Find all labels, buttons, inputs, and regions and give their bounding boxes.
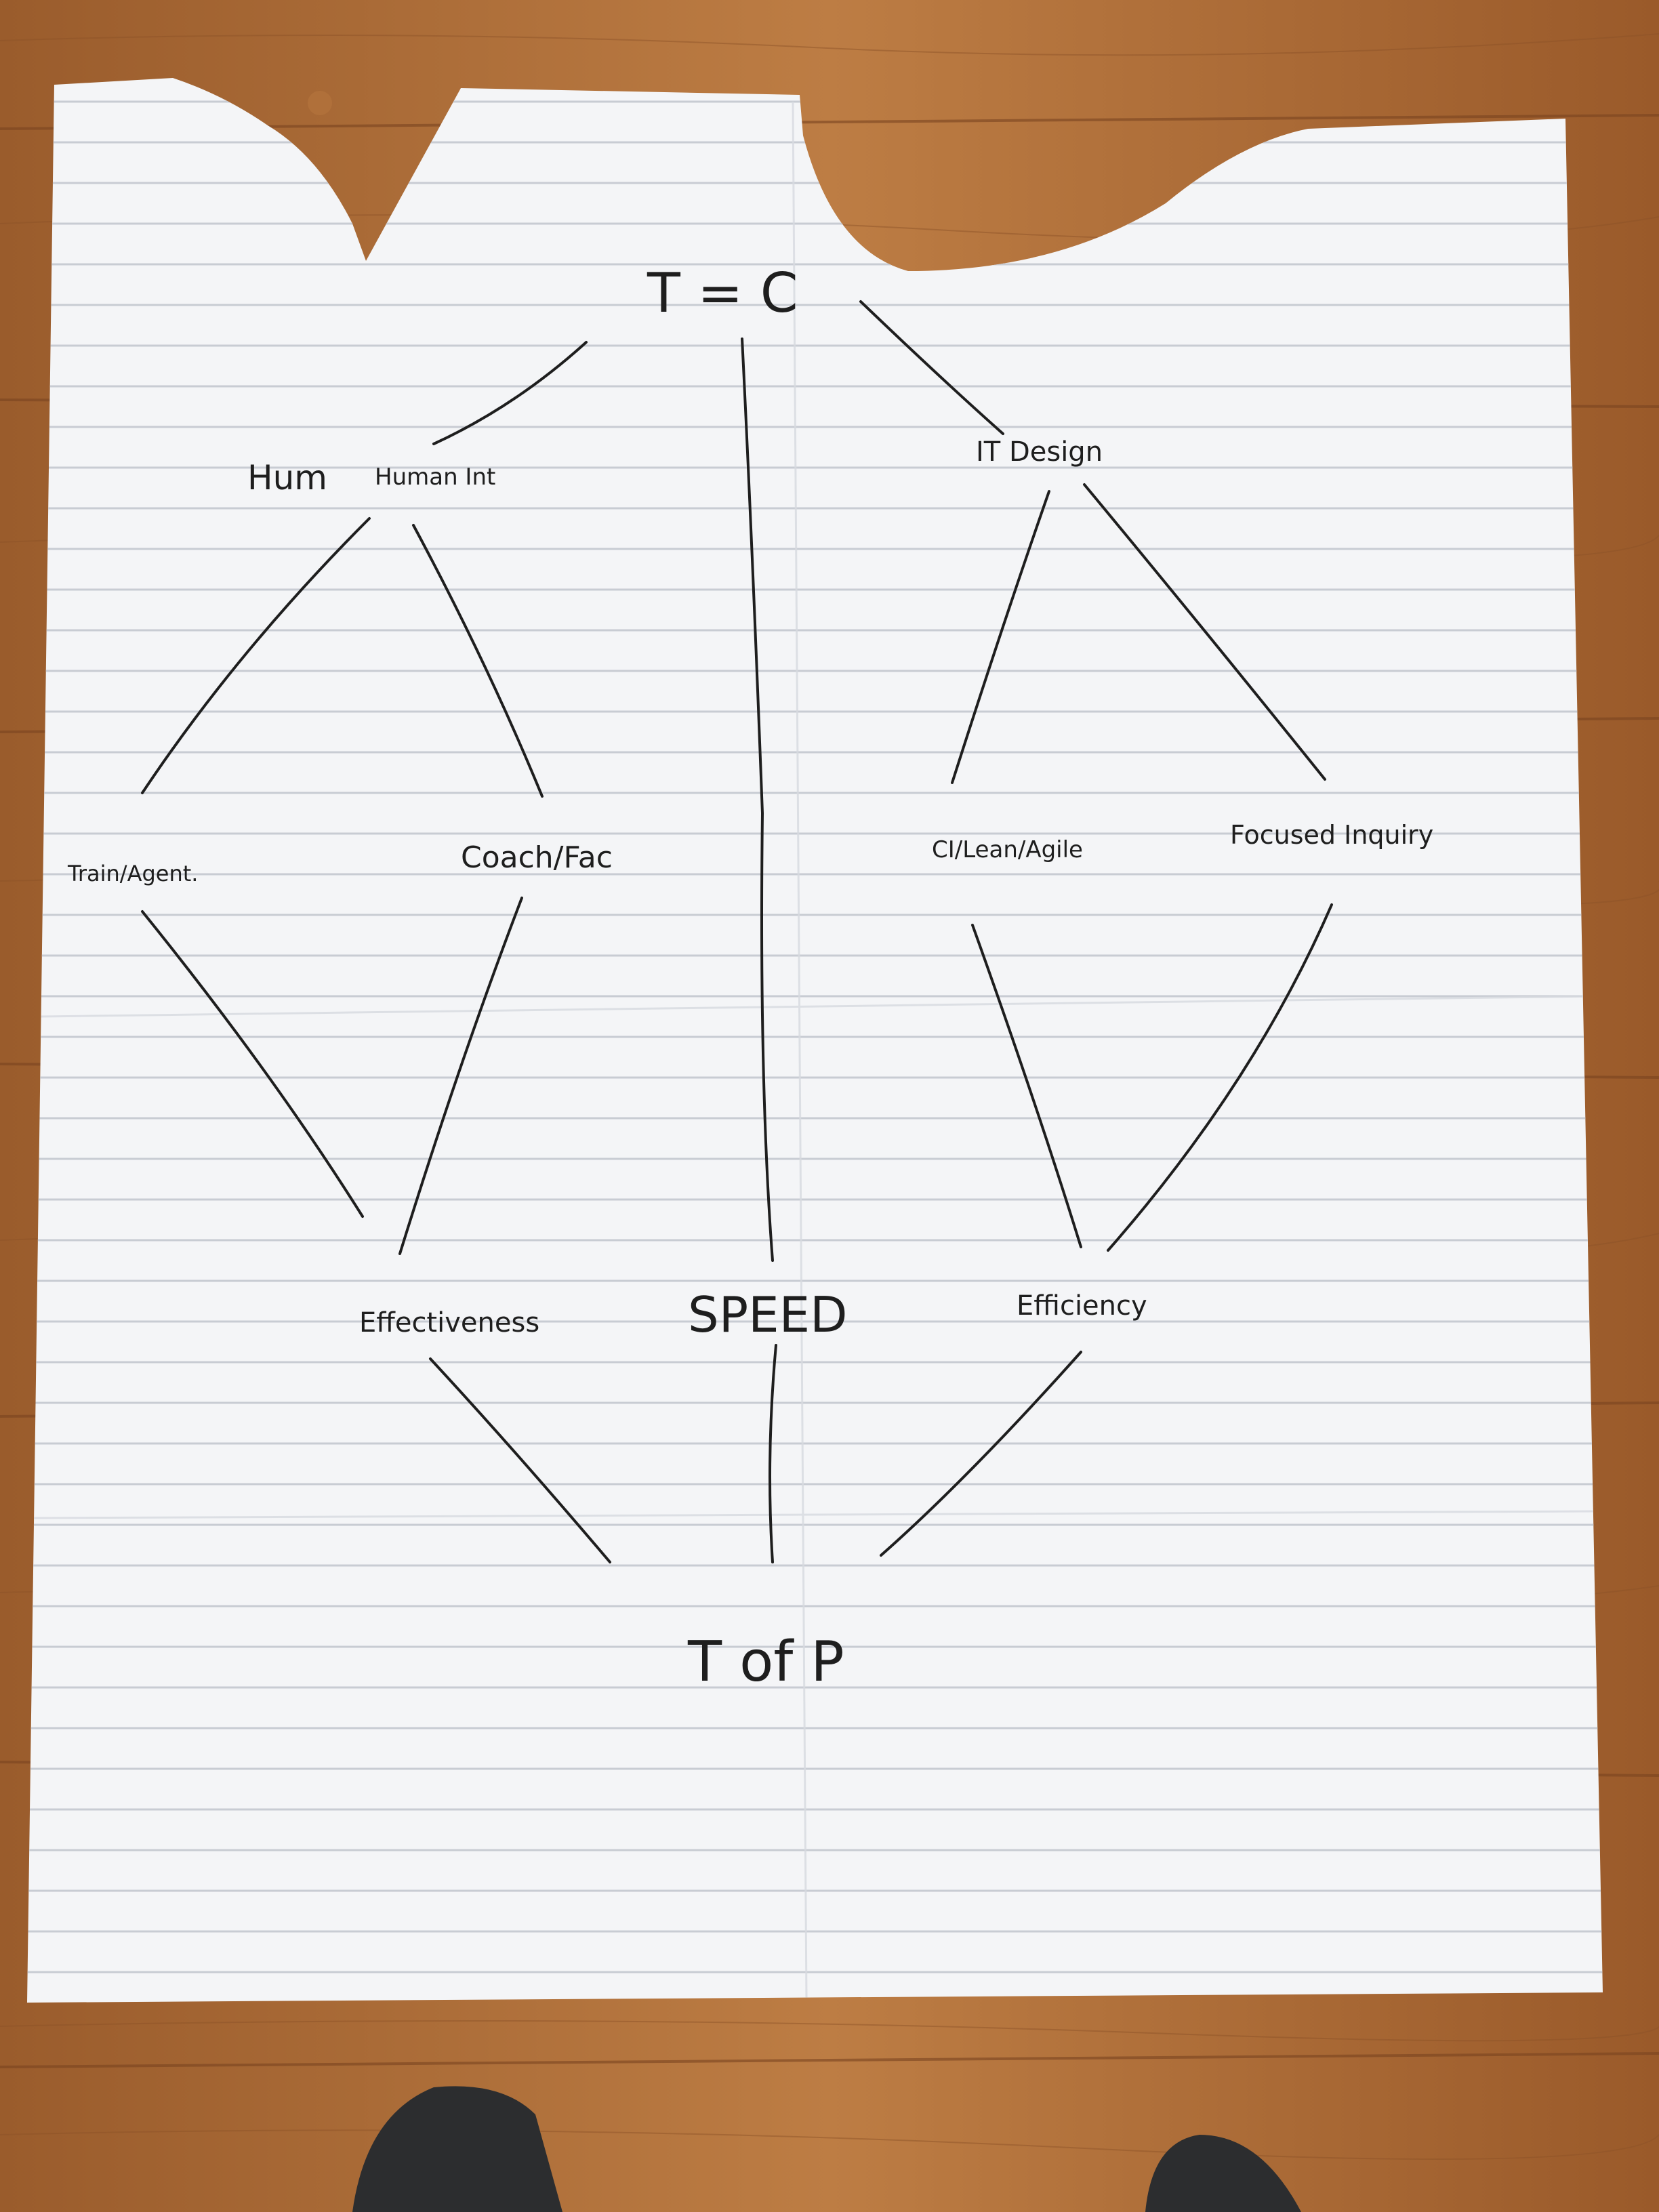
node-speed: SPEED: [688, 1286, 848, 1343]
line-humanint-train: [141, 517, 371, 794]
node-hum: Hum: [247, 458, 327, 497]
line-focused-efficiency: [1107, 903, 1333, 1252]
line-itdesign-ci: [951, 490, 1050, 784]
node-t-of-p: T of P: [687, 1630, 844, 1694]
line-efficiency-tofp: [880, 1351, 1082, 1557]
line-tc-speed: [741, 337, 774, 1262]
node-efficiency: Efficiency: [1017, 1290, 1147, 1322]
line-coach-effectiveness: [398, 897, 523, 1255]
line-effectiveness-tofp: [429, 1357, 611, 1563]
line-speed-tofp: [769, 1344, 777, 1563]
line-ci-efficiency: [971, 924, 1082, 1248]
node-t-equals-c: T = C: [647, 262, 798, 325]
node-effectiveness: Effectiveness: [359, 1307, 539, 1338]
line-itdesign-focused: [1083, 483, 1326, 781]
connector-lines: [141, 300, 1333, 1563]
diagram-labels: T = C Hum Human Int IT Design Train/Agen…: [67, 262, 1433, 1694]
line-humanint-coach: [412, 524, 544, 798]
node-it-design: IT Design: [976, 436, 1103, 468]
line-train-effectiveness: [141, 910, 364, 1218]
shoes: [352, 2086, 1301, 2212]
node-train-agent: Train/Agent.: [67, 861, 198, 886]
node-human-int: Human Int: [375, 464, 495, 491]
node-coach-fac: Coach/Fac: [461, 840, 613, 875]
node-ci-lean-agile: CI/Lean/Agile: [932, 836, 1083, 863]
node-focused-inquiry: Focused Inquiry: [1230, 820, 1433, 850]
line-tc-humanint: [432, 341, 588, 445]
line-tc-itdesign: [859, 300, 1004, 435]
